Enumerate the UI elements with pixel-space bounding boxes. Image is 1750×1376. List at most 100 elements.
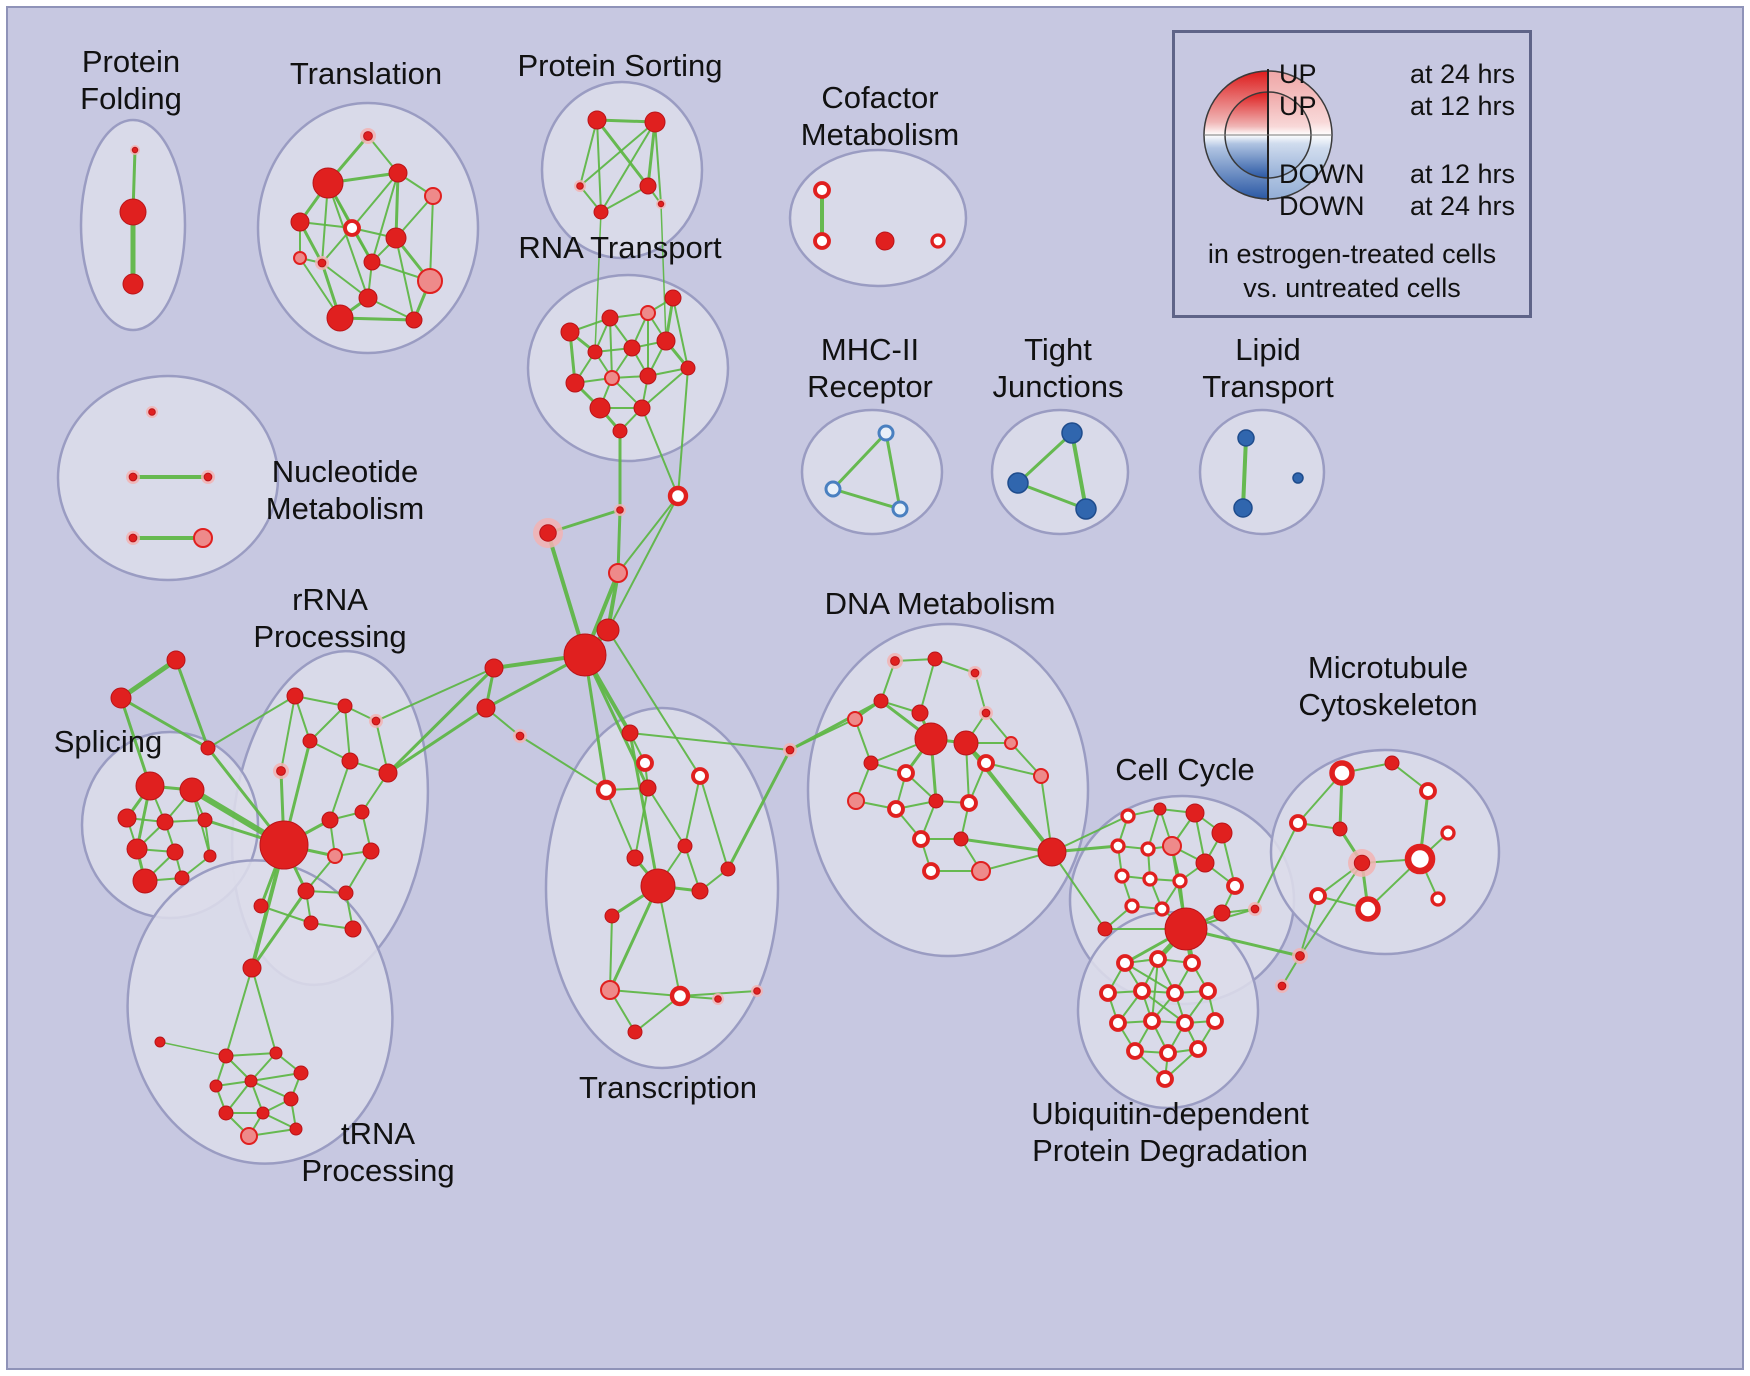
network-node [1133,982,1151,1000]
network-node [589,397,611,419]
network-node [1116,954,1134,972]
network-node [302,733,318,749]
legend-time-label: at 24 hrs [1409,59,1515,89]
network-node [1109,1014,1127,1032]
network-node [110,687,132,709]
network-node [1004,736,1018,750]
network-node [1353,854,1371,872]
network-node [813,232,831,250]
network-node [1309,887,1327,905]
network-node [1233,498,1253,518]
network-edge [395,237,415,321]
network-node [576,182,584,190]
cluster-label-rrna-processing: Processing [253,619,406,654]
network-node [200,740,216,756]
network-edge [617,495,679,574]
network-node [244,1074,258,1088]
network-edge [250,889,308,970]
network-node [1110,838,1126,854]
network-node [1226,877,1244,895]
cluster-tight-junctions [990,408,1130,536]
cluster-label-ubiquitin-degradation: Ubiquitin-dependent [1031,1096,1309,1131]
cluster-trna-processing [126,859,394,1165]
legend-caption-line1: in estrogen-treated cells [1207,239,1497,269]
cluster-dna-metabolism [806,622,1090,958]
network-node [1149,950,1167,968]
network-node [1329,760,1355,786]
network-node [626,849,644,867]
network-node [691,767,709,785]
network-node [640,868,676,904]
network-node [1183,954,1201,972]
network-edge [251,967,277,1054]
network-edge [1299,895,1319,957]
network-node [424,187,442,205]
network-node [1153,802,1167,816]
network-node [122,273,144,295]
network-node [203,849,217,863]
cluster-label-dna-metabolism: DNA Metabolism [825,586,1056,621]
network-node [600,980,620,1000]
network-edge [608,884,660,992]
network-node [269,1046,283,1060]
network-node [887,800,905,818]
network-node [1250,904,1260,914]
network-node [321,811,339,829]
network-node [875,231,895,251]
network-node [1289,814,1307,832]
network-node [897,764,915,782]
network-edge [594,211,602,353]
network-node [1143,1012,1161,1030]
network-node [417,268,443,294]
network-node [156,813,174,831]
network-edge [371,172,399,263]
network-node [587,344,603,360]
network-node [863,755,879,771]
network-edge [1254,822,1299,910]
network-edge [344,705,351,762]
network-node [1099,984,1117,1002]
network-node [197,812,213,828]
network-node [1237,429,1255,447]
network-node [656,331,676,351]
network-node [218,1048,234,1064]
network-node [259,820,309,870]
network-node [1185,803,1205,823]
network-edge [1151,958,1159,1022]
network-node [1440,825,1456,841]
network-node [1292,472,1304,484]
cluster-label-splicing: Splicing [54,724,163,759]
nodes-layer [110,110,1456,1145]
network-edge [119,696,152,788]
network-node [847,792,865,810]
network-node [1126,1042,1144,1060]
network-edge [646,120,657,188]
network-node [930,233,946,249]
network-node [289,1122,303,1136]
network-node [601,309,619,327]
network-edge [260,905,312,924]
network-node [337,698,353,714]
cluster-label-cofactor-metabolism: Metabolism [801,117,960,152]
network-node [890,656,900,666]
network-node [1195,853,1215,873]
network-node [128,472,138,482]
network-node [132,868,158,894]
network-node [691,882,709,900]
network-edge [726,748,792,871]
network-edge [321,262,369,299]
network-node [303,915,319,931]
legend-caption-line2: vs. untreated cells [1243,273,1461,303]
network-node [1172,873,1188,889]
network-node [914,722,948,756]
network-edge [634,787,649,859]
network-node [209,1079,223,1093]
network-edge [394,171,400,240]
network-edge [831,431,888,491]
network-node [1211,822,1233,844]
legend-row-down-24: DOWN at 24 hrs [1279,191,1515,222]
cluster-label-trna-processing: tRNA [341,1116,415,1151]
cluster-microtubule-cytoskeleton [1269,748,1501,956]
